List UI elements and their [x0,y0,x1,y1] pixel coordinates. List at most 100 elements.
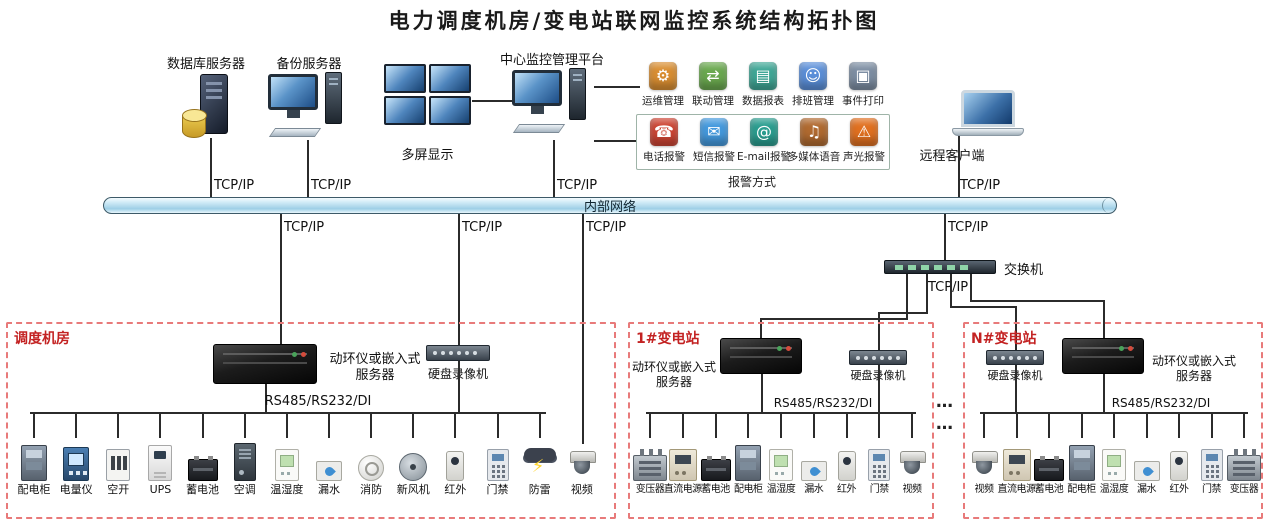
dvr-icon [986,350,1044,365]
embedded-server-icon [720,338,802,374]
bus-stub [496,412,499,438]
infrared-icon [446,451,465,481]
link-server-rs485 [761,374,763,412]
device-transformer: 变压器 [633,412,667,496]
device-water-leak: 漏水 [798,412,830,496]
link-switch-zone3-server [970,274,972,300]
device-infrared: 红外 [435,412,475,496]
smoke-detector-icon [358,455,385,481]
battery-icon [700,456,731,481]
bus-stub [681,412,684,438]
tcpip-label: TCP/IP [311,178,352,193]
ups-icon [148,445,173,481]
backup-server-icon [268,72,350,138]
bus-stub [581,412,583,438]
alarm-sms: ✉ 短信报警 [691,118,737,164]
dome-camera-icon [567,449,597,481]
infrared-icon [837,451,856,481]
bus-stub [1178,412,1180,438]
bus-stub [747,412,750,438]
bus-stub [538,412,541,438]
device-fire-alarm: 消防 [351,412,391,496]
embedded-server-icon [213,344,317,384]
bus-stub [327,412,330,438]
bus-stub [1210,412,1213,438]
water-leak-icon [315,461,342,481]
device-video-camera: 视频 [968,412,1000,496]
people-icon: ☺ [799,62,827,90]
rs485-bus-label: RS485/RS232/DI [773,396,873,410]
function-linkage-management: ⇄ 联动管理 [690,62,736,108]
message-icon: ✉ [700,118,728,146]
link-switch-zone3-server [1103,300,1105,338]
link-switch-zone2-server [760,318,762,338]
rs485-bus-label: RS485/RS232/DI [1111,396,1211,410]
link-switch-zone2-dvr [878,312,928,314]
bus-stub [75,412,78,438]
screen-icon [384,64,426,93]
laptop-base-icon [952,128,1024,136]
device-access-control: 门禁 [478,412,518,496]
bus-stub [285,412,288,438]
link-dvr-rs485 [878,365,880,412]
central-platform-icon [512,68,594,134]
function-data-report: ▤ 数据报表 [740,62,786,108]
bus-stub [983,412,985,438]
zone2-device-row: 变压器 直流电源 蓄电池 配电柜 温湿度 漏水 红外 门禁 视频 [633,412,928,496]
continuation-dots: … [936,414,954,434]
device-water-leak: 漏水 [1131,412,1163,496]
device-ups: UPS [140,412,180,496]
keyboard-icon [512,124,566,133]
device-battery: 蓄电池 [700,412,732,496]
dc-power-icon [668,449,697,481]
multi-screen-label: 多屏显示 [401,148,454,163]
dome-camera-icon [897,449,927,481]
bus-stub [243,412,246,438]
water-leak-icon [1133,461,1160,481]
link-remote-bus [958,136,960,198]
function-ops-management: ⚙ 运维管理 [640,62,686,108]
bus-stub [780,412,782,438]
gear-icon: ⚙ [649,62,677,90]
zone-title: 1#变电站 [636,331,700,347]
network-switch-icon [884,260,996,274]
infrared-icon [1170,451,1188,481]
screen-icon [429,64,471,93]
link-server-rs485 [265,384,267,412]
link-platform-bus [553,140,555,198]
keypad-icon [1200,449,1223,481]
tower-icon [325,72,342,124]
report-icon: ▤ [749,62,777,90]
link-bus-zone1-server [280,214,282,345]
device-infrared: 红外 [1163,412,1195,496]
battery-icon [1034,456,1064,481]
bus-stub [412,412,415,438]
dvr-icon [849,350,907,365]
monitor-icon [512,70,562,114]
phone-icon: ☎ [650,118,678,146]
remote-client-label: 远程客户端 [919,149,985,164]
embedded-server-label: 动环仪或嵌入式服务器 [631,360,716,389]
link-bus-zone1-camera [582,214,584,444]
tcpip-label: TCP/IP [928,280,969,295]
transformer-icon [633,449,667,481]
transformer-icon [1227,449,1261,481]
dome-camera-icon [969,449,999,481]
device-dc-power: 直流电源 [998,412,1036,496]
tcpip-label: TCP/IP [214,178,255,193]
zone3-device-row: 视频 直流电源 蓄电池 配电柜 温湿度 漏水 红外 门禁 变压器 [968,412,1261,496]
bus-stub [454,412,457,438]
zone-substation-1 [628,322,934,519]
management-functions-row: ⚙ 运维管理 ⇄ 联动管理 ▤ 数据报表 ☺ 排班管理 ▣ 事件打印 [640,62,886,108]
bus-stub [201,412,204,438]
internal-network-bus: 内部网络 [103,197,1117,215]
dvr-icon [426,345,490,361]
screen-icon [429,96,471,125]
keypad-icon [486,449,509,481]
embedded-server-icon [1062,338,1144,374]
device-temp-humidity: 温湿度 [267,412,307,496]
zone1-device-row: 配电柜 电量仪 空开 UPS 蓄电池 空调 温湿度 漏水 消防 新风机 红外 门… [14,412,602,496]
device-temp-humidity: 温湿度 [765,412,797,496]
link-switch-zone2-server [760,318,908,320]
device-lightning-protection: 防雷 [520,412,560,496]
